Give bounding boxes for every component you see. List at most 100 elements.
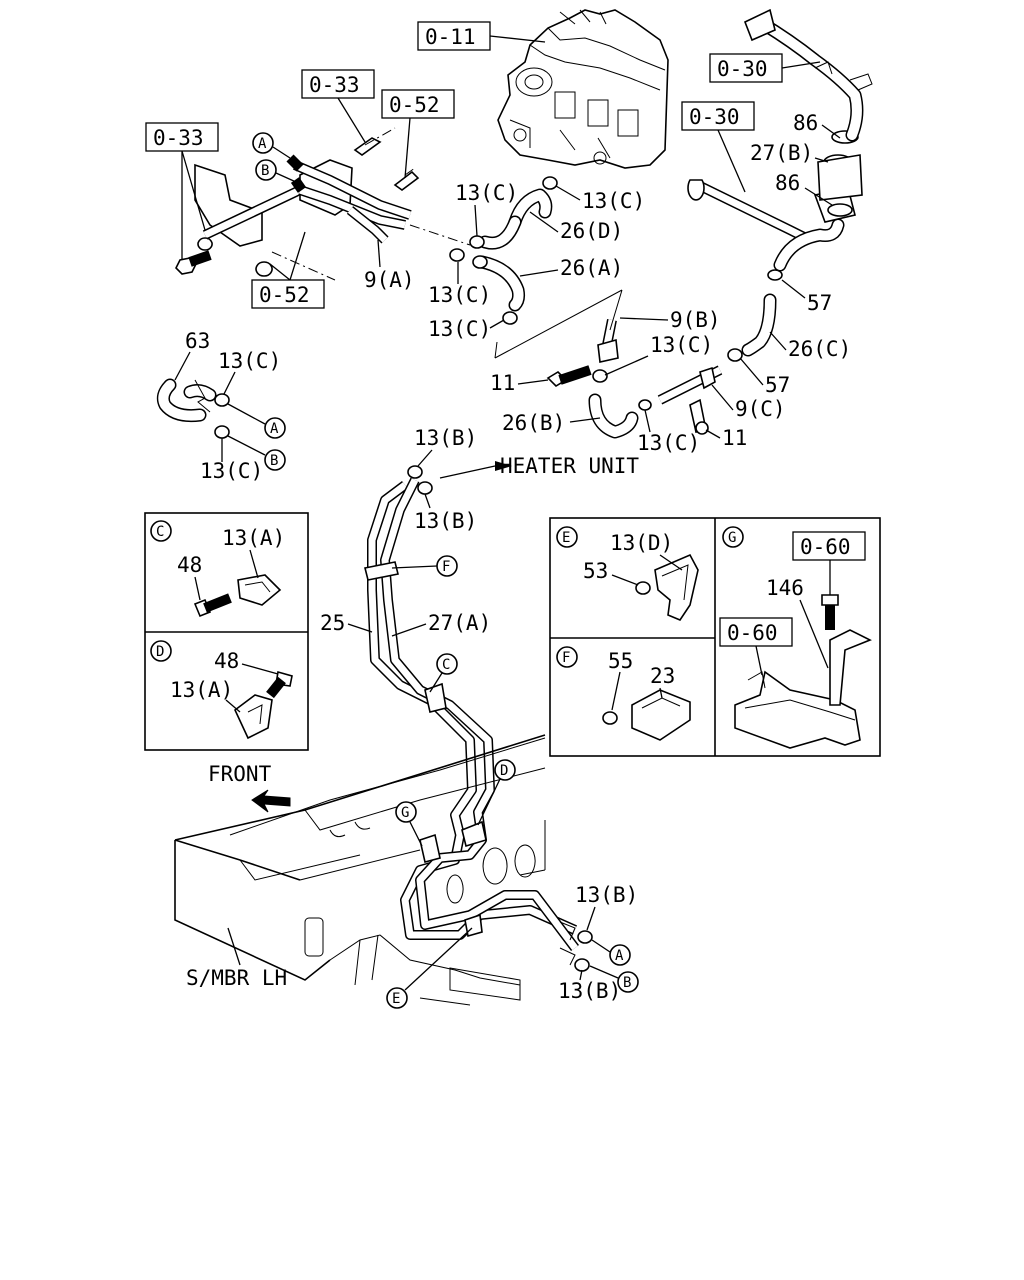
ref-box-0-33-left: 0-33 (145, 122, 219, 260)
svg-text:86: 86 (775, 171, 800, 195)
pipe-9b (546, 319, 619, 388)
svg-text:0-33: 0-33 (153, 126, 204, 150)
svg-text:0-60: 0-60 (800, 535, 851, 559)
svg-text:13(C): 13(C) (455, 181, 518, 205)
svg-text:13(C): 13(C) (428, 317, 491, 341)
circle-b-mid: B (227, 435, 286, 471)
svg-text:A: A (258, 136, 267, 152)
engine-cylinder-head (497, 9, 669, 169)
svg-text:11: 11 (490, 371, 515, 395)
svg-text:26(A): 26(A) (560, 256, 623, 280)
svg-text:13(C): 13(C) (582, 189, 645, 213)
svg-text:HEATER UNIT: HEATER UNIT (500, 454, 639, 478)
panel-e-f-g (549, 517, 881, 757)
svg-text:13(A): 13(A) (170, 678, 233, 702)
panel-d-contents (234, 670, 293, 740)
clamp-13c-group-upper (449, 176, 558, 325)
svg-text:F: F (562, 650, 570, 666)
panel-f-contents (602, 689, 691, 741)
svg-text:27(A): 27(A) (428, 611, 491, 635)
svg-text:53: 53 (583, 559, 608, 583)
circle-a-top: A (252, 132, 291, 159)
circle-b-top: B (255, 159, 297, 183)
svg-text:9(B): 9(B) (670, 308, 721, 332)
svg-text:57: 57 (765, 373, 790, 397)
svg-text:9(C): 9(C) (735, 397, 786, 421)
panel-circle-e: E (556, 526, 578, 548)
heater-pipe-25-27a (364, 465, 593, 972)
ref-box-0-30-top: 0-30 (709, 53, 821, 83)
svg-text:63: 63 (185, 329, 210, 353)
ref-box-0-33-top: 0-33 (301, 69, 375, 143)
svg-text:G: G (401, 805, 409, 821)
water-outlet-pipe (687, 8, 873, 272)
heater-pipe-9a-assembly (175, 127, 471, 281)
circle-d: D (477, 759, 516, 826)
svg-text:C: C (442, 657, 450, 673)
side-member-frame (174, 734, 546, 1006)
ref-box-0-52-top: 0-52 (381, 89, 455, 179)
circle-b-bottom: B (589, 965, 639, 993)
circle-a-bottom: A (591, 939, 631, 966)
circle-g: G (395, 801, 423, 847)
svg-text:13(C): 13(C) (218, 349, 281, 373)
svg-text:FRONT: FRONT (208, 762, 272, 786)
svg-text:11: 11 (722, 426, 747, 450)
svg-text:0-30: 0-30 (689, 105, 740, 129)
svg-text:26(D): 26(D) (560, 219, 623, 243)
svg-text:13(B): 13(B) (414, 509, 477, 533)
svg-text:57: 57 (807, 291, 832, 315)
hose-26d (478, 188, 553, 250)
svg-text:23: 23 (650, 664, 675, 688)
svg-text:D: D (500, 763, 508, 779)
ref-box-0-11: 0-11 (417, 21, 546, 51)
svg-text:F: F (442, 559, 450, 575)
circled-labels: A B A B F C D G E A B C D E F G (150, 132, 744, 1009)
svg-text:A: A (615, 948, 624, 964)
svg-text:13(B): 13(B) (558, 979, 621, 1003)
circle-c: C (429, 653, 458, 693)
svg-text:13(B): 13(B) (414, 426, 477, 450)
hose-63 (156, 378, 230, 439)
svg-text:0-30: 0-30 (717, 57, 768, 81)
svg-text:D: D (156, 644, 164, 660)
svg-text:E: E (562, 530, 570, 546)
panel-e-contents (635, 553, 699, 621)
svg-text:9(A): 9(A) (364, 268, 415, 292)
panel-circle-c: C (150, 520, 172, 542)
svg-text:146: 146 (766, 576, 804, 600)
part-labels: 86 27(B) 86 13(C) 13(C) 26(D) 26(A) 9(A)… (170, 111, 851, 1003)
svg-text:25: 25 (320, 611, 345, 635)
svg-text:0-11: 0-11 (425, 25, 476, 49)
svg-text:13(C): 13(C) (650, 333, 713, 357)
svg-text:0-52: 0-52 (259, 283, 310, 307)
panel-circle-g: G (722, 526, 744, 548)
hose-26b (588, 393, 639, 439)
svg-text:86: 86 (793, 111, 818, 135)
svg-text:55: 55 (608, 649, 633, 673)
svg-text:C: C (156, 524, 164, 540)
svg-text:13(C): 13(C) (200, 459, 263, 483)
svg-text:13(A): 13(A) (222, 526, 285, 550)
svg-text:13(C): 13(C) (637, 431, 700, 455)
circle-f: F (391, 555, 458, 577)
svg-text:E: E (392, 991, 400, 1007)
svg-text:0-60: 0-60 (727, 621, 778, 645)
svg-text:0-52: 0-52 (389, 93, 440, 117)
circle-e: E (386, 927, 473, 1009)
svg-text:26(B): 26(B) (502, 411, 565, 435)
panel-c-d (144, 512, 309, 751)
svg-text:27(B): 27(B) (750, 141, 813, 165)
svg-text:B: B (623, 975, 631, 991)
pipe-9c (638, 365, 723, 435)
group-bracket-lines (494, 289, 623, 359)
ref-box-0-52-bottom: 0-52 (251, 231, 325, 309)
ref-box-0-60-top: 0-60 (792, 531, 866, 595)
hose-26c (727, 269, 783, 362)
front-arrow-icon (251, 789, 291, 813)
panel-g-contents (734, 594, 872, 749)
svg-text:26(C): 26(C) (788, 337, 851, 361)
svg-text:G: G (728, 530, 736, 546)
svg-text:B: B (270, 453, 278, 469)
